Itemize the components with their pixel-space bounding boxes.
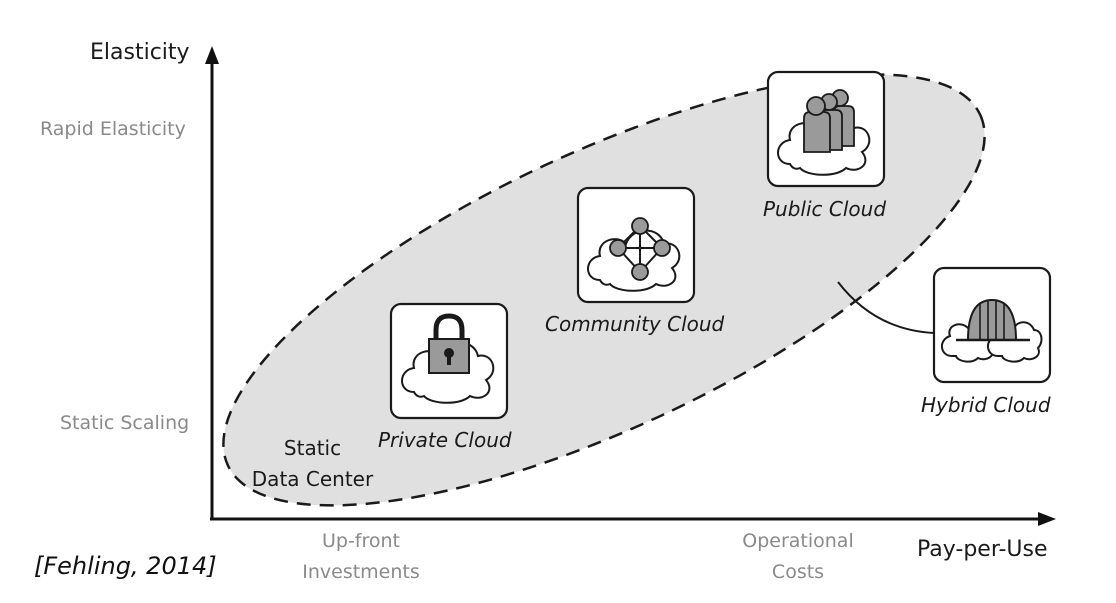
hybrid-cloud-label: Hybrid Cloud <box>921 393 1051 417</box>
cloud-people-icon <box>777 89 871 176</box>
y-axis-title: Elasticity <box>90 40 190 65</box>
static-label-line2: Data Center <box>251 467 374 491</box>
x-tick-upfront-line1: Up-front <box>321 530 401 552</box>
private-cloud-label: Private Cloud <box>378 428 512 452</box>
y-tick-static-scaling: Static Scaling <box>60 412 190 434</box>
x-tick-upfront-line2: Investments <box>302 561 420 583</box>
cloud-network-icon <box>587 217 681 292</box>
x-tick-upfront: Up-front Investments <box>296 526 426 588</box>
x-tick-operational-line1: Operational <box>742 530 854 552</box>
public-cloud-label: Public Cloud <box>763 197 887 221</box>
x-axis-arrowhead <box>1038 512 1056 526</box>
x-axis <box>210 512 1056 526</box>
x-tick-operational-line2: Costs <box>771 561 825 583</box>
community-cloud-label: Community Cloud <box>545 312 725 336</box>
y-tick-rapid-elasticity: Rapid Elasticity <box>40 118 186 140</box>
static-data-center-label: Static Data Center <box>250 433 375 495</box>
hybrid-connector <box>837 281 935 334</box>
public-cloud-node <box>766 70 886 188</box>
x-tick-operational: Operational Costs <box>733 526 863 588</box>
static-label-line1: Static <box>283 436 342 460</box>
x-axis-title: Pay-per-Use <box>917 537 1048 562</box>
hybrid-cloud-icon <box>941 298 1043 363</box>
y-axis <box>205 46 219 520</box>
y-axis-arrowhead <box>205 46 219 64</box>
citation: [Fehling, 2014] <box>34 552 217 580</box>
hybrid-cloud-node <box>932 266 1052 384</box>
community-cloud-node <box>576 186 696 304</box>
private-cloud-node <box>389 302 509 420</box>
cloud-padlock-icon <box>401 313 495 404</box>
